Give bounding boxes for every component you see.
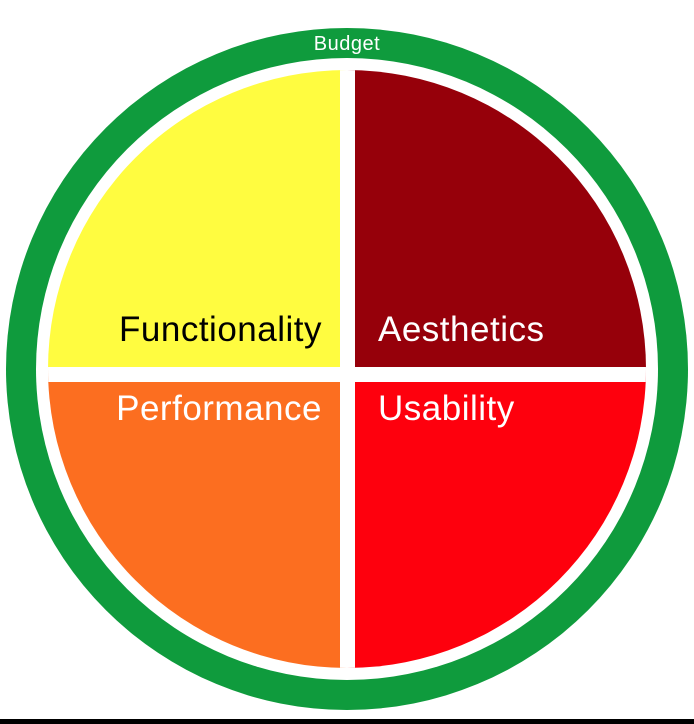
quadrant-label-usability: Usability — [378, 389, 515, 428]
bottom-border-line — [0, 719, 694, 724]
quadrant-pie — [48, 70, 646, 668]
budget-title: Budget — [313, 33, 381, 55]
quadrant-label-functionality: Functionality — [119, 310, 322, 349]
quadrant-label-aesthetics: Aesthetics — [378, 310, 545, 349]
quadrant-label-performance: Performance — [116, 389, 322, 428]
horizontal-divider — [48, 367, 646, 382]
